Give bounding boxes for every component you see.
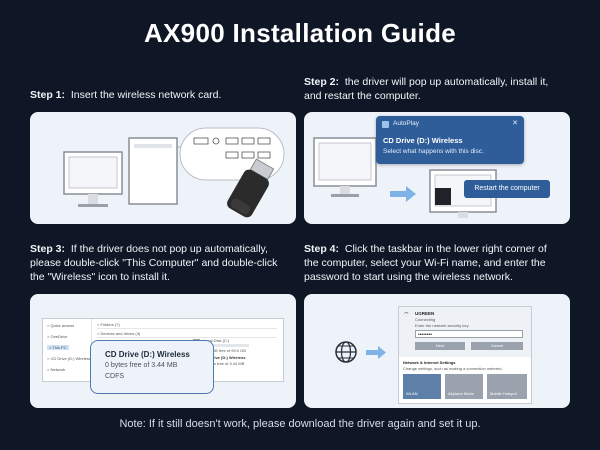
restart-computer-button[interactable]: Restart the computer — [464, 180, 550, 198]
step3-desc-line2: please double-click "This Computer" and … — [30, 257, 278, 269]
local-disk-name[interactable]: Local Disk (C:) — [203, 338, 230, 343]
step2-label: Step 2: — [304, 76, 340, 88]
step3-desc-line3: the "Wireless" icon to install it. — [30, 271, 170, 283]
wireless-adapter-icon — [227, 158, 275, 218]
sidebar-item-network[interactable]: > Network — [47, 367, 66, 372]
tile-airplane-mode[interactable]: Airplane Mode — [445, 374, 483, 399]
autoplay-icon — [382, 121, 389, 128]
step2-desc-line1: the driver will pop up automatically, in… — [344, 76, 549, 88]
step3-panel: > Quick access > OneDrive > This PC > CD… — [30, 294, 296, 408]
step2-desc-line2: and restart the computer. — [304, 90, 421, 102]
network-settings-desc: Change settings, such as making a connec… — [403, 366, 503, 371]
explorer-sidebar: > Quick access > OneDrive > This PC > CD… — [43, 319, 92, 381]
wifi-signal-icon: ⌔ — [403, 312, 410, 319]
cd-drive-callout[interactable]: CD Drive (D:) Wireless 0 bytes free of 3… — [90, 340, 214, 394]
step4-panel: ⌔ UGREEN Connecting Enter the network se… — [304, 294, 570, 408]
pc-tower-icon — [128, 137, 178, 205]
folders-header: > Folders (7) — [97, 322, 120, 327]
tile-wlan[interactable]: WLAN — [403, 374, 441, 399]
callout-drive-free: 0 bytes free of 3.44 MB — [105, 362, 178, 369]
local-disk-free: 85.2 GB free of 99.0 GB — [203, 348, 246, 353]
password-field[interactable]: •••••••• — [415, 330, 523, 338]
step4-desc-line3: password to start using the wireless net… — [304, 271, 513, 283]
step2-illustration — [313, 137, 497, 218]
step2-panel: AutoPlay ✕ CD Drive (D:) Wireless Select… — [304, 112, 570, 224]
pc-insert-illustration — [63, 127, 285, 218]
footer-note: Note: If it still doesn't work, please d… — [119, 418, 481, 430]
connecting-status: Connecting — [415, 317, 436, 322]
sidebar-item-onedrive[interactable]: > OneDrive — [47, 334, 68, 339]
sidebar-item-cd-drive[interactable]: > CD Drive (D:) Wireless — [47, 356, 91, 361]
cd-drive-name[interactable]: CD Drive (D:) Wireless — [203, 355, 246, 360]
network-settings-link[interactable]: Network & Internet Settings — [403, 360, 456, 365]
step3-text: Step 3: If the driver does not pop up au… — [30, 242, 277, 284]
step4-desc-line1: Click the taskbar in the lower right cor… — [344, 243, 547, 255]
autoplay-popup[interactable]: AutoPlay ✕ CD Drive (D:) Wireless Select… — [376, 116, 524, 164]
step4-desc-line2: the computer, select your Wi-Fi name, an… — [304, 257, 546, 269]
step1-panel — [30, 112, 296, 224]
close-icon[interactable]: ✕ — [512, 120, 518, 127]
step4-label: Step 4: — [304, 243, 340, 255]
monitor-icon — [313, 137, 377, 197]
cd-drive-free: 0 bytes free of 3.44 MB — [203, 361, 245, 366]
security-key-prompt: Enter the network security key — [415, 323, 469, 328]
step3-label: Step 3: — [30, 243, 66, 255]
sidebar-item-this-pc[interactable]: > This PC — [47, 345, 69, 350]
callout-drive-name: CD Drive (D:) Wireless — [105, 350, 190, 359]
autoplay-title: AutoPlay — [393, 120, 420, 127]
tile-mobile-hotspot[interactable]: Mobile Hotspot — [487, 374, 527, 399]
autoplay-description: Select what happens with this disc. — [383, 148, 484, 155]
page-title: AX900 Installation Guide — [143, 18, 457, 48]
devices-header: > Devices and drives (4) — [97, 331, 141, 336]
sidebar-item-quick-access[interactable]: > Quick access — [47, 323, 75, 328]
step4-illustration — [335, 341, 386, 363]
step1-desc: Insert the wireless network card. — [70, 89, 222, 101]
step3-desc-line1: If the driver does not pop up automatica… — [70, 243, 268, 255]
next-button[interactable]: Next — [415, 342, 465, 350]
arrow-right-icon — [390, 186, 416, 202]
autoplay-drive-name: CD Drive (D:) Wireless — [383, 136, 463, 145]
callout-drive-fs: CDFS — [105, 373, 125, 380]
arrow-right-icon — [366, 346, 386, 359]
step1-text: Step 1: Insert the wireless network card… — [30, 88, 221, 102]
step1-label: Step 1: — [30, 89, 66, 101]
step4-text: Step 4: Click the taskbar in the lower r… — [304, 242, 547, 284]
cancel-button[interactable]: Cancel — [471, 342, 523, 350]
step2-text: Step 2: the driver will pop up automatic… — [304, 75, 548, 103]
network-name[interactable]: UGREEN — [415, 311, 435, 316]
monitor-icon — [63, 151, 123, 207]
wifi-flyout: ⌔ UGREEN Connecting Enter the network se… — [398, 306, 532, 404]
globe-icon[interactable] — [335, 341, 357, 363]
